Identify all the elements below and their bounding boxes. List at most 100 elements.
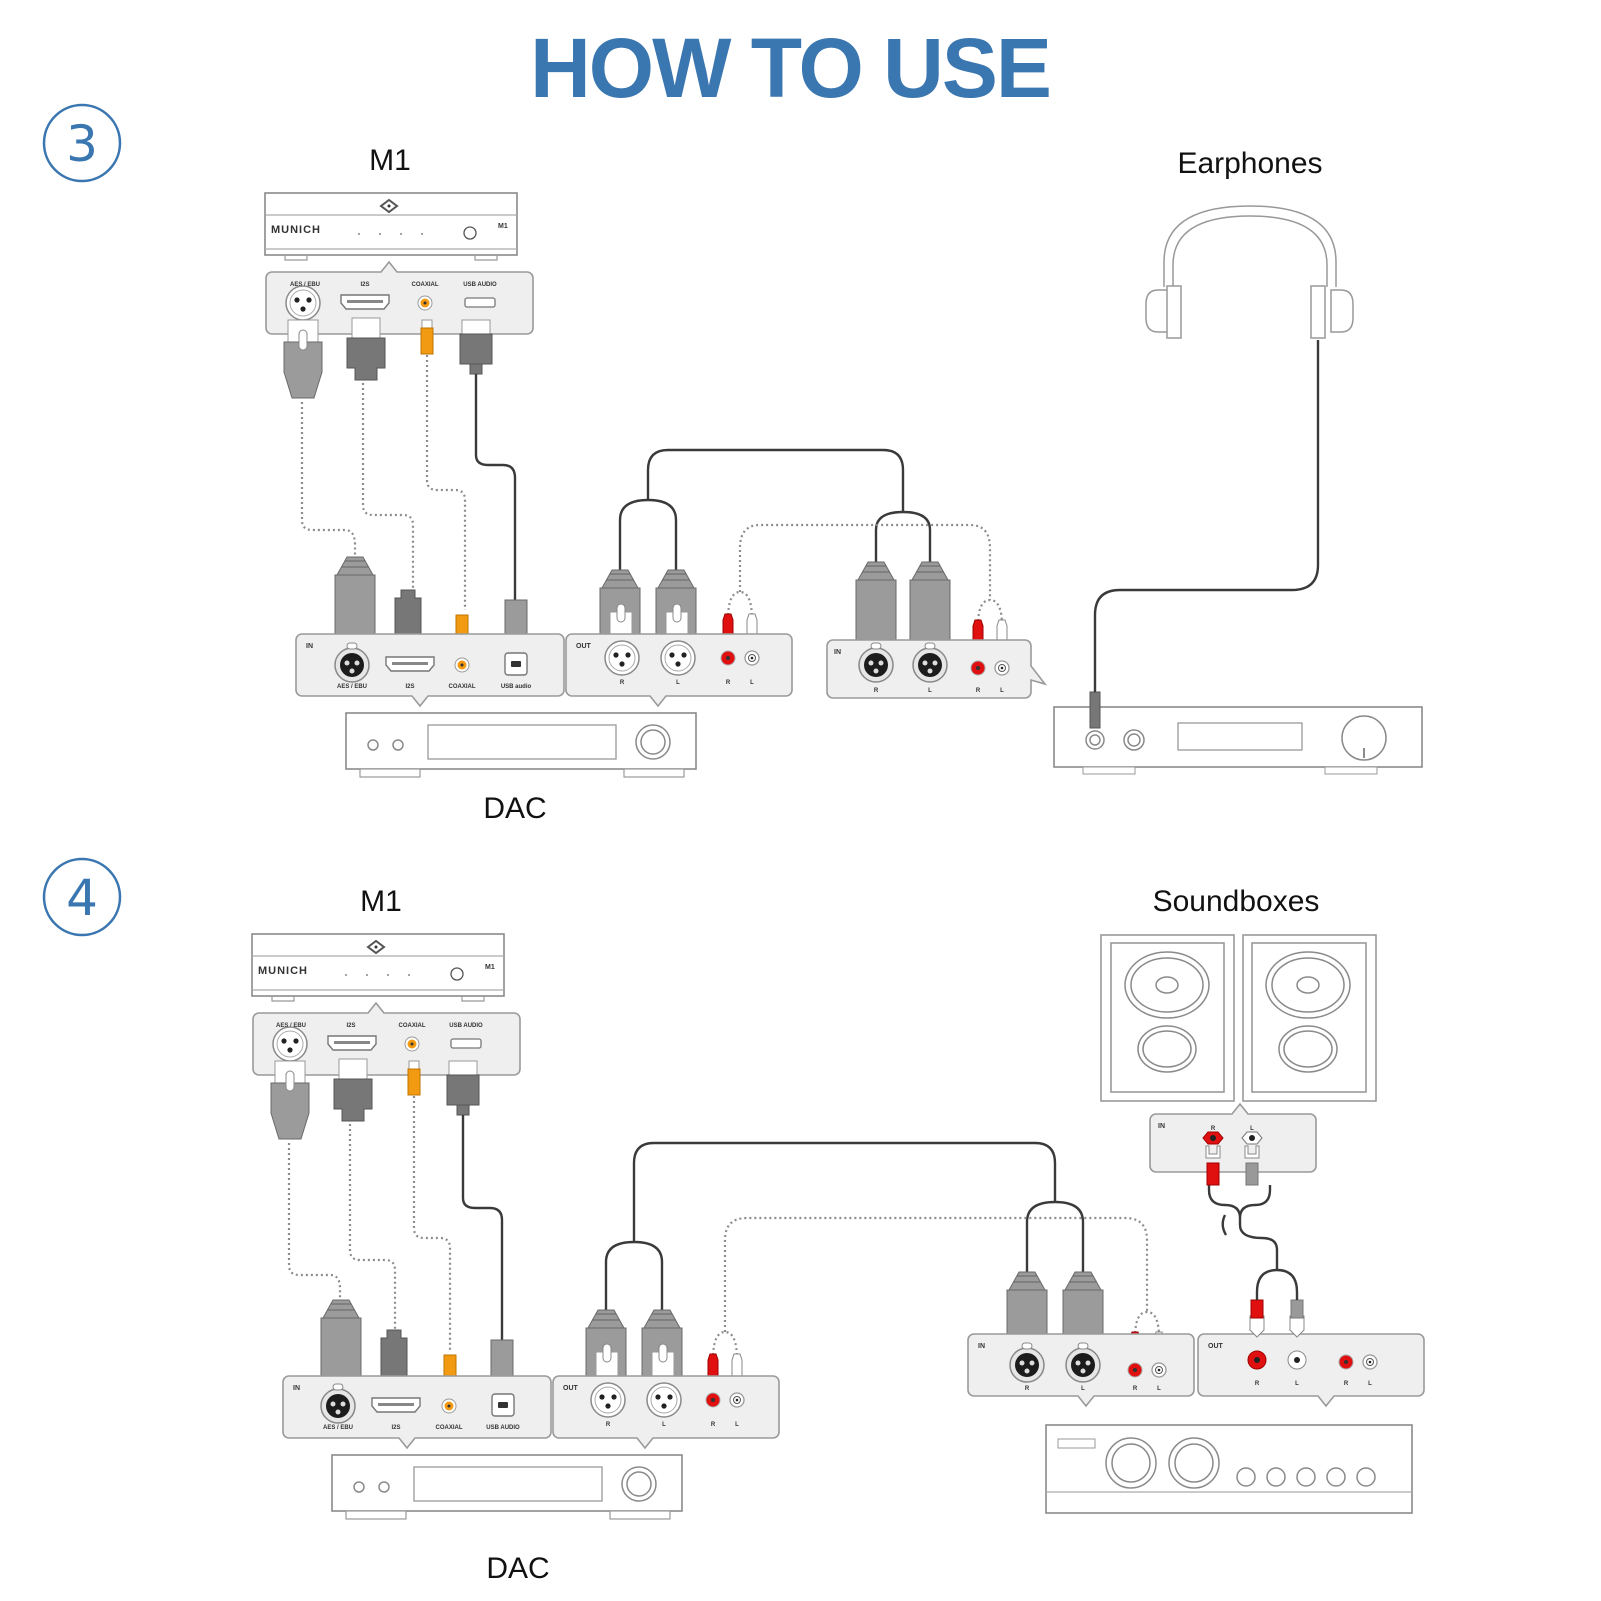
output-label: Soundboxes xyxy=(1153,885,1320,918)
page-title: HOW TO USE xyxy=(530,21,1050,115)
svg-text:OUT: OUT xyxy=(1208,1343,1224,1350)
svg-text:I2S: I2S xyxy=(405,684,414,690)
svg-text:L: L xyxy=(928,688,932,694)
svg-text:R: R xyxy=(606,1422,611,1428)
svg-text:R: R xyxy=(1133,1386,1138,1392)
brand-label: MUNICH xyxy=(271,224,321,236)
step-number-badge: 3 xyxy=(42,103,122,183)
xlr-cable-split-right xyxy=(874,510,932,620)
step-4: 4 M1 MUNICH M1 AES / EBU I2S COAXIAL USB… xyxy=(42,857,1425,1585)
svg-text:USB audio: USB audio xyxy=(501,684,532,690)
source-label: M1 xyxy=(360,885,402,918)
dac-device xyxy=(331,1454,683,1520)
model-label: M1 xyxy=(485,964,495,971)
output-label: Earphones xyxy=(1177,147,1322,180)
svg-text:IN: IN xyxy=(834,649,841,656)
amp-in-panel: IN R L R L xyxy=(826,639,1048,699)
headphones-icon xyxy=(1145,205,1354,339)
amplifier-device xyxy=(1045,1424,1413,1514)
i2s-dotted-cable xyxy=(348,1124,397,1330)
dac-out-plugs xyxy=(599,569,758,649)
xlr-cable-split-right xyxy=(1025,1200,1085,1330)
speaker-cable xyxy=(1207,1185,1299,1300)
dac-device xyxy=(345,712,697,778)
rca-dotted-cable xyxy=(711,1216,1161,1361)
svg-text:L: L xyxy=(1250,1126,1254,1132)
svg-text:OUT: OUT xyxy=(563,1385,579,1392)
svg-text:OUT: OUT xyxy=(576,643,592,650)
svg-text:I2S: I2S xyxy=(346,1023,355,1029)
svg-text:COAXIAL: COAXIAL xyxy=(449,684,476,690)
svg-text:R: R xyxy=(1025,1386,1030,1392)
svg-text:L: L xyxy=(1295,1381,1299,1387)
dac-in-plugs xyxy=(334,556,528,659)
svg-text:IN: IN xyxy=(293,1385,300,1392)
svg-text:L: L xyxy=(662,1422,666,1428)
source-label: M1 xyxy=(369,144,411,177)
i2s-dotted-cable xyxy=(361,383,415,590)
svg-text:USB AUDIO: USB AUDIO xyxy=(486,1425,520,1431)
svg-text:AES / EBU: AES / EBU xyxy=(337,684,367,690)
svg-text:4: 4 xyxy=(66,869,98,927)
usb-cable xyxy=(461,1115,504,1340)
svg-text:COAXIAL: COAXIAL xyxy=(436,1425,463,1431)
svg-text:L: L xyxy=(735,1422,739,1428)
usb-port-icon xyxy=(464,297,496,308)
usb-port-icon xyxy=(450,1038,482,1049)
dac-out-panel: OUT R L R L xyxy=(552,1375,780,1450)
coaxial-port-icon xyxy=(417,295,433,311)
svg-text:R: R xyxy=(1255,1381,1260,1387)
i2s-port-icon xyxy=(327,1035,377,1051)
dac-out-panel: OUT R L R L xyxy=(565,633,793,708)
m1-rear-panel: AES / EBU I2S COAXIAL USB AUDIO xyxy=(265,260,534,335)
svg-text:AES / EBU: AES / EBU xyxy=(323,1425,353,1431)
svg-text:R: R xyxy=(976,688,981,694)
aes-ebu-port-icon xyxy=(272,1026,308,1062)
dac-label: DAC xyxy=(486,1552,549,1585)
step-3: 3 M1 MUNICH M1 AES / EBU I2S COAXIAL USB… xyxy=(42,103,1423,825)
svg-text:L: L xyxy=(1157,1386,1161,1392)
step-number-badge: 4 xyxy=(42,857,122,937)
rca-dotted-cable xyxy=(726,523,1004,627)
speakers-icon xyxy=(1100,934,1377,1102)
coaxial-port-icon xyxy=(404,1036,420,1052)
aes-ebu-port-icon xyxy=(285,285,321,321)
speaker-in-panel: IN R L xyxy=(1149,1102,1317,1186)
headphone-cable xyxy=(1093,340,1320,692)
svg-text:USB AUDIO: USB AUDIO xyxy=(463,282,497,288)
svg-text:COAXIAL: COAXIAL xyxy=(412,282,439,288)
xlr-cable-main xyxy=(632,1141,1057,1242)
svg-text:I2S: I2S xyxy=(360,282,369,288)
svg-text:L: L xyxy=(1000,688,1004,694)
svg-text:IN: IN xyxy=(978,1343,985,1350)
svg-text:IN: IN xyxy=(306,643,313,650)
dac-label: DAC xyxy=(483,792,546,825)
svg-text:AES / EBU: AES / EBU xyxy=(290,282,320,288)
svg-text:AES / EBU: AES / EBU xyxy=(276,1023,306,1029)
svg-text:R: R xyxy=(1211,1126,1216,1132)
svg-text:L: L xyxy=(750,680,754,686)
brand-label: MUNICH xyxy=(258,965,308,977)
svg-text:R: R xyxy=(711,1422,716,1428)
svg-text:R: R xyxy=(1344,1381,1349,1387)
m1-cable-plugs xyxy=(270,1058,480,1140)
aes-dotted-cable xyxy=(287,1143,342,1300)
svg-text:R: R xyxy=(874,688,879,694)
svg-text:3: 3 xyxy=(66,115,98,173)
svg-text:COAXIAL: COAXIAL xyxy=(399,1023,426,1029)
usb-cable xyxy=(474,374,517,600)
m1-cable-plugs xyxy=(283,317,493,399)
svg-text:L: L xyxy=(676,680,680,686)
dac-in-panel: IN AES / EBU I2S COAXIAL USB AUDIO xyxy=(282,1375,552,1450)
svg-text:R: R xyxy=(726,680,731,686)
aes-dotted-cable xyxy=(300,402,357,555)
m1-rear-panel: AES / EBU I2S COAXIAL USB AUDIO xyxy=(252,1001,521,1076)
coaxial-dotted-cable xyxy=(425,355,467,610)
i2s-port-icon xyxy=(340,294,390,310)
svg-text:L: L xyxy=(1368,1381,1372,1387)
svg-text:IN: IN xyxy=(1158,1123,1165,1130)
amp-out-panel: OUT R L R L xyxy=(1197,1299,1425,1408)
coaxial-dotted-cable xyxy=(412,1096,452,1350)
amp-in-panel: IN R L R L xyxy=(967,1333,1195,1408)
